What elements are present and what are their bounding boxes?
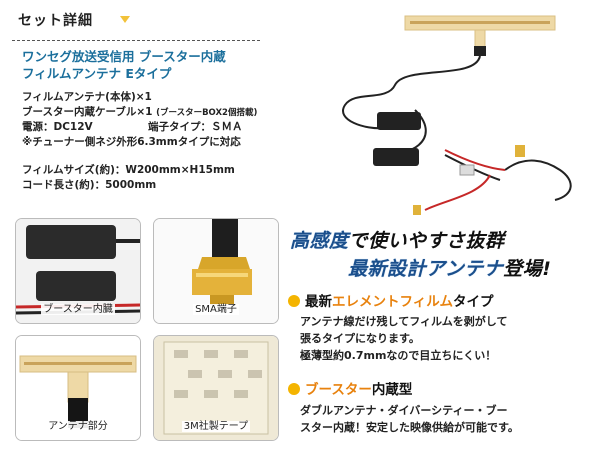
booster-photo <box>16 219 140 323</box>
product-title-line1: ワンセグ放送受信用 ブースター内蔵 <box>22 49 226 64</box>
spec-film-size: フィルムサイズ(約)：W200mm×H15mm <box>22 164 235 176</box>
thumbnail-booster: ブースター内臓 <box>15 218 141 324</box>
feature-2-title: ブースター内蔵型 <box>288 378 412 398</box>
spec-film-antenna: フィルムアンテナ(本体)×1 <box>22 91 152 103</box>
header-divider <box>12 40 260 41</box>
tagline-line2: 最新設計アンテナ登場! <box>348 254 551 281</box>
bullet-dot-icon <box>288 383 300 395</box>
spec-booster-box-note: (ブースターBOX2個搭載) <box>156 108 258 118</box>
product-title-line2: フィルムアンテナ Eタイプ <box>22 66 172 81</box>
feature-1-title-suffix: タイプ <box>452 294 494 310</box>
tagline-line1: 高感度で使いやすさ抜群 <box>290 226 505 253</box>
thumbnail-caption-sma: SMA端子 <box>193 304 239 315</box>
feature-2-title-suffix: 内蔵型 <box>371 382 413 398</box>
feature-2-title-highlight: ブースター <box>305 382 372 398</box>
feature-1-title-prefix: 最新 <box>305 294 332 310</box>
feature-1-body-line2: 張るタイプになります。 <box>300 332 420 345</box>
triangle-down-icon <box>120 16 130 23</box>
bullet-dot-icon <box>288 295 300 307</box>
thumbnail-3m-tape: 3M社製テープ <box>153 335 279 441</box>
thumbnail-antenna: アンテナ部分 <box>15 335 141 441</box>
feature-1-body-line3: 極薄型約0.7mmなので目立ちにくい！ <box>300 349 497 362</box>
spec-terminal: 端子タイプ：ＳＭＡ <box>148 121 243 133</box>
feature-2-body: ダブルアンテナ・ダイバーシティー・ブー スター内蔵！安定した映像供給が可能です。 <box>300 402 519 436</box>
feature-1-title: 最新エレメントフィルムタイプ <box>288 290 493 310</box>
section-title: セット詳細 <box>18 13 93 29</box>
thumbnail-caption-antenna: アンテナ部分 <box>46 421 110 432</box>
feature-1-body: アンテナ線だけ残してフィルムを剥がして 張るタイプになります。 極薄型約0.7m… <box>300 313 507 364</box>
feature-2-body-line1: ダブルアンテナ・ダイバーシティー・ブー <box>300 404 508 417</box>
feature-2-body-line2: スター内蔵！安定した映像供給が可能です。 <box>300 421 519 434</box>
tagline-highlight-1: 高感度 <box>290 230 349 252</box>
product-photo <box>342 15 572 215</box>
tagline-rest-1: で使いやすさ抜群 <box>348 230 505 252</box>
spec-cord-length: コード長さ(約)：5000mm <box>22 179 157 191</box>
thumbnail-caption-3m-tape: 3M社製テープ <box>181 421 251 432</box>
feature-1-title-highlight: エレメントフィルム <box>332 294 453 310</box>
spec-booster-cable: ブースター内蔵ケーブル×1 (ブースターBOX2個搭載) <box>22 105 257 121</box>
tagline-highlight-2: 最新設計アンテナ <box>348 258 504 280</box>
feature-1-body-line1: アンテナ線だけ残してフィルムを剥がして <box>300 315 508 328</box>
tagline-rest-2: 登場! <box>503 258 552 280</box>
spec-booster-cable-text: ブースター内蔵ケーブル×1 <box>22 106 153 118</box>
spec-power: 電源：DC12V <box>22 121 93 133</box>
thumbnail-caption-booster: ブースター内臓 <box>41 304 115 315</box>
thumbnail-sma: SMA端子 <box>153 218 279 324</box>
sma-connector-photo <box>154 219 278 323</box>
spec-tuner-note: ※チューナー側ネジ外形6.3mmタイプに対応 <box>22 136 241 148</box>
